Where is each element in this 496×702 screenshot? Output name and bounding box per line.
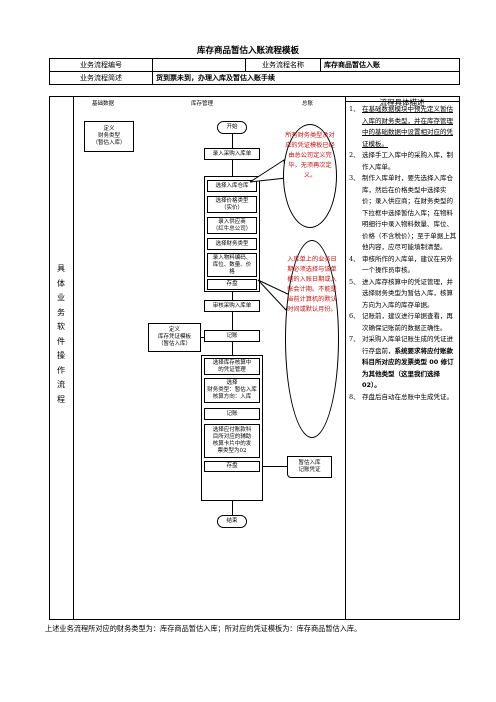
define-voucher-template-box: 定义库存凭证模板（暂估入库） bbox=[148, 323, 201, 352]
column-base-data: 基础数据 bbox=[92, 101, 115, 107]
process-name-value: 库存商品暂估入账 bbox=[320, 58, 460, 72]
gl-voucher-box: 暂估入库记账凭证 bbox=[287, 456, 332, 478]
desc-item: 4、审核所作的入库单，建议在另外一个操作员审核。 bbox=[349, 254, 453, 275]
desc-item: 6、记账前，建议进行单据查看，再次确保记账前的数据正确性。 bbox=[349, 312, 453, 332]
header-table: 业务流程编号 业务流程名称 库存商品暂估入账 业务流程简述 货到票未到，办理入库… bbox=[49, 58, 460, 85]
desc-item: 2、选择手工入库中的采购入库，制作入库单。 bbox=[349, 151, 453, 171]
connector-template bbox=[201, 337, 204, 338]
step-select-finance-type: 选择财务类型 bbox=[207, 238, 257, 250]
start-node: 开始 bbox=[217, 121, 247, 134]
step-post-voucher: 记账 bbox=[204, 408, 260, 420]
step-select-finance-direction: 选择财务类型：暂估入库核算方向：入库 bbox=[204, 378, 260, 403]
desc-item: 5、进入库存核算中的凭证管理，并选择财务类型为暂估入库，核算方向为入库的库存单据… bbox=[349, 277, 453, 309]
step-save-receipt: 存盘 bbox=[207, 279, 257, 290]
step-select-price-type: 选择价格类型（实价） bbox=[207, 196, 257, 213]
define-finance-type-box: 定义财务类型（暂估入库） bbox=[84, 121, 134, 152]
step-modify-invoice-type: 选择应付账款科目所对应的辅助核算卡片中的发票类型为02 bbox=[204, 424, 260, 458]
step-enter-material: 录入物料编码、库位、数量、价格 bbox=[207, 253, 257, 277]
column-inventory: 库存管理 bbox=[191, 101, 214, 107]
step-save-voucher: 存盘 bbox=[204, 461, 260, 472]
process-name-label: 业务流程名称 bbox=[245, 58, 321, 72]
end-node: 结束 bbox=[217, 515, 247, 528]
desc-item: 3、制作入库单时，要先选择入库仓库，然后在价格类型中选择实价；录入供应商；在财务… bbox=[349, 174, 457, 251]
step-entry-purchase-receipt: 录入采购入库单 bbox=[204, 148, 260, 160]
document-title: 库存商品暂估入账流程模板 bbox=[196, 46, 299, 56]
process-description: 1、在基础数据模块中预先定义暂估入库的财务类型，并在库存管理中的基础数据中设置相… bbox=[349, 104, 457, 403]
process-brief-label: 业务流程简述 bbox=[49, 71, 153, 85]
footer-note: 上述业务流程所对应的财务类型为：库存商品暂估入库；所对应的凭证模板为：库存商品暂… bbox=[45, 624, 362, 633]
divider-left bbox=[73, 96, 74, 620]
callout-pointer-1 bbox=[249, 159, 287, 183]
divider-desc bbox=[345, 96, 346, 620]
process-brief-value: 货到票未到，办理入库及暂估入账手续 bbox=[152, 71, 460, 85]
step-enter-supplier: 录入供应商（红牛总公司） bbox=[207, 217, 257, 234]
desc-item: 7、对采购入库单记账生成的凭证进行存盘前，系统要求将应付账款科目所对应的发票类型… bbox=[349, 335, 454, 389]
process-code-value bbox=[152, 58, 246, 72]
desc-title-divider bbox=[345, 101, 460, 102]
column-gl: 总账 bbox=[302, 101, 314, 107]
step-voucher-management: 选择库存核算中的凭证管理 bbox=[204, 358, 260, 375]
flow-frame bbox=[49, 96, 460, 620]
process-code-label: 业务流程编号 bbox=[49, 58, 153, 72]
desc-title: 流程具体描述 bbox=[379, 98, 425, 107]
step-audit-receipt: 审核采购入库单 bbox=[204, 300, 260, 312]
callout-definition-note: 所有财务类型及对应的凭证模板已经由总公司定义完毕，无须再次定义。 bbox=[283, 124, 337, 228]
callout-business-date-note: 入库单上的业务日期必须选择与该单据的入账日期或入账会计期。不能是当前计算机的默认… bbox=[285, 240, 339, 438]
desc-item: 8、存盘后自动在总账中生成凭证。 bbox=[349, 392, 453, 401]
step-select-warehouse: 选择入库仓库 bbox=[207, 180, 257, 192]
connector-to-gl bbox=[263, 466, 287, 467]
vertical-section-label: 具体业 务软件 操作流 程 bbox=[57, 264, 65, 404]
main-flow-line bbox=[232, 133, 233, 518]
step-post: 记账 bbox=[204, 330, 260, 342]
desc-item: 1、在基础数据模块中预先定义暂估入库的财务类型，并在库存管理中的基础数据中设置相… bbox=[349, 105, 453, 148]
